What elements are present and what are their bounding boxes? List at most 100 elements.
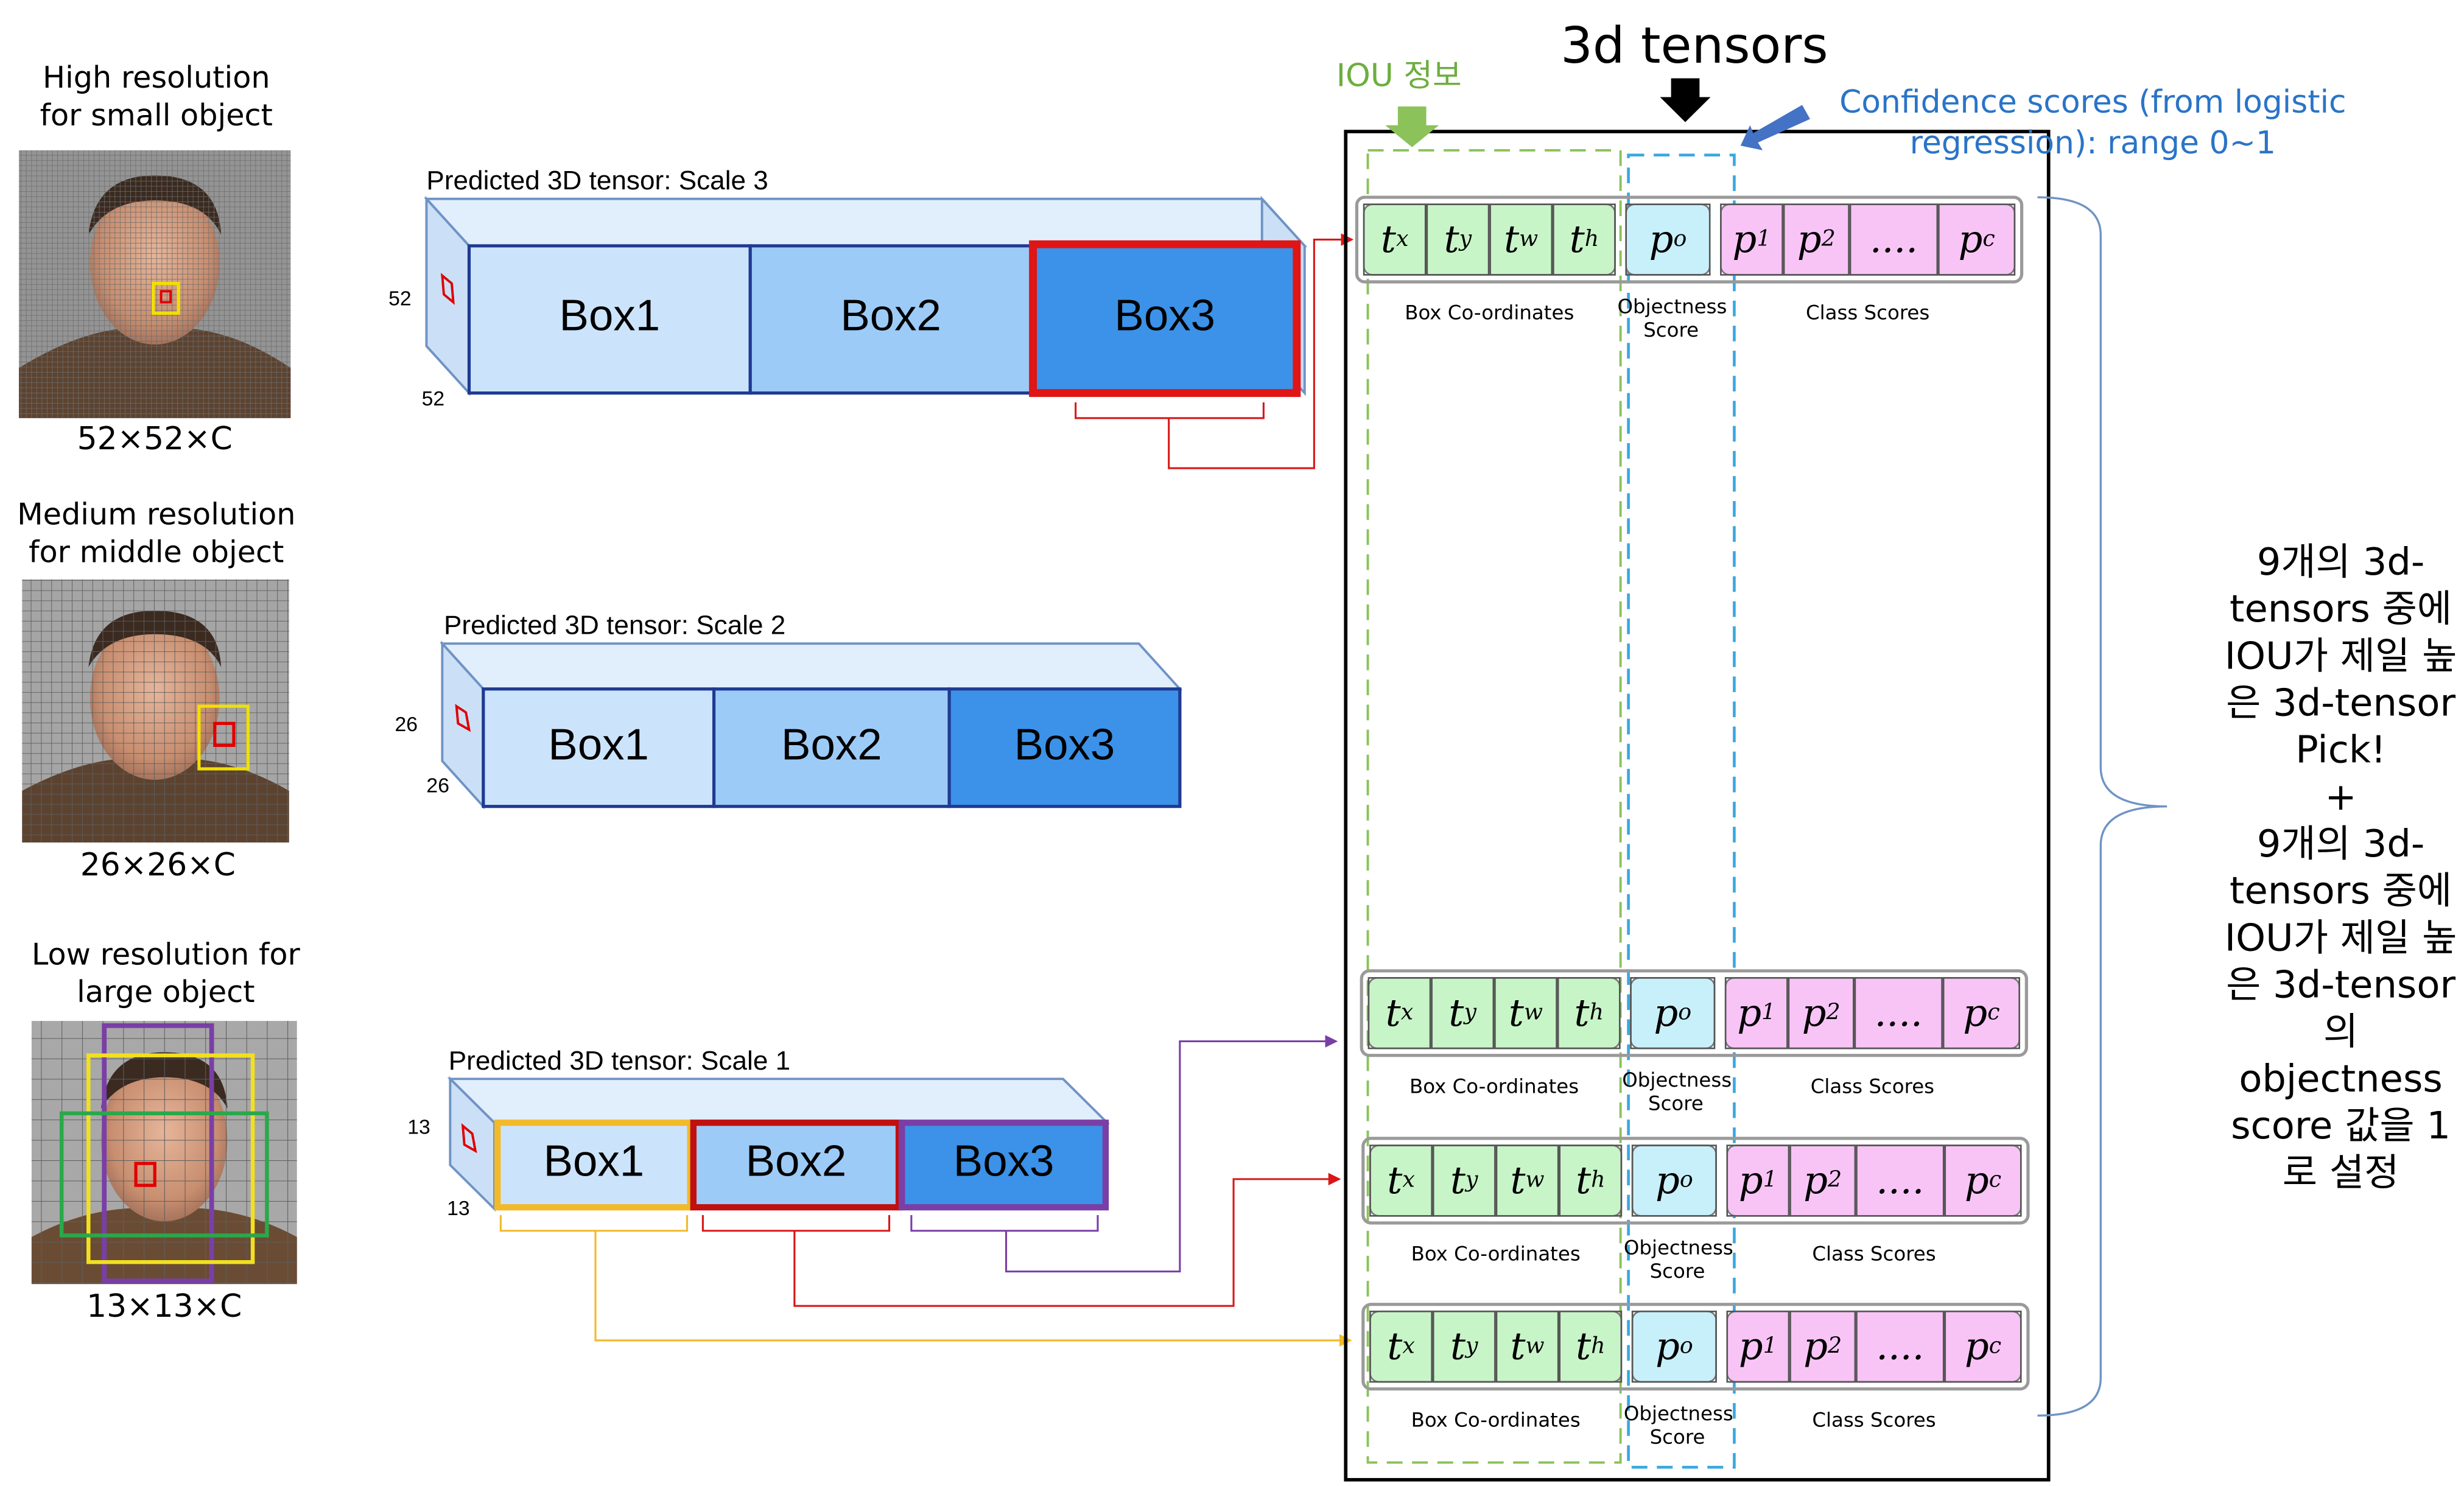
- coord-caption: Box Co-ordinates: [1411, 1407, 1581, 1431]
- scale3-box3: [1030, 244, 1300, 395]
- coord-cell-symbol: t: [1576, 1325, 1592, 1369]
- coord-cell-symbol: t: [1450, 1325, 1466, 1369]
- coord-cell-symbol: t: [1508, 991, 1524, 1036]
- tensor-scale-1: [447, 1076, 1111, 1212]
- class-cell-symbol: p: [1963, 991, 1988, 1036]
- objectness-cell-subscript: o: [1678, 1000, 1692, 1026]
- coord-caption: Box Co-ordinates: [1409, 1074, 1579, 1098]
- class-cell-symbol: p: [1803, 1325, 1828, 1369]
- selection-note: 9개의 3d-tensors 중에 IOU가 제일 높은 3d-tensor P…: [2224, 540, 2457, 1195]
- class-cell-symbol: p: [1738, 1158, 1763, 1203]
- objectness-cell-symbol: p: [1655, 1158, 1680, 1203]
- confidence-arrow: [1740, 105, 1810, 150]
- scale1-box3-label: Box3: [953, 1137, 1055, 1186]
- scale3-box1: [467, 244, 752, 395]
- iou-dashed-column: [1366, 149, 1622, 1464]
- class-cell-subscript: c: [1982, 226, 1995, 253]
- scale3-dim-b: 52: [421, 387, 445, 410]
- class-cell-symbol: p: [1803, 1158, 1828, 1203]
- class-cell-subscript: 1: [1763, 1168, 1777, 1194]
- scale2-box1-label: Box1: [548, 720, 649, 769]
- scale2-title: Predicted 3D tensor: Scale 2: [443, 611, 786, 641]
- class-cell: ....: [1856, 1310, 1945, 1383]
- scale3-box2-label: Box2: [840, 291, 941, 340]
- header-arrows: [1385, 78, 1810, 150]
- class-caption: Class Scores: [1812, 1407, 1936, 1431]
- coord-cell-symbol: t: [1385, 991, 1401, 1036]
- scale1-dim-a: 13: [407, 1115, 430, 1138]
- vector-frame: [1361, 1137, 2030, 1225]
- class-cell-subscript: c: [1988, 1334, 2002, 1359]
- coord-cell-symbol: t: [1387, 1158, 1403, 1203]
- scale3-box2: [748, 244, 1033, 395]
- class-group: [1726, 1144, 2022, 1217]
- coord-cell-symbol: t: [1448, 991, 1464, 1036]
- coord-cell-symbol: t: [1569, 217, 1585, 262]
- coord-cell-symbol: t: [1574, 991, 1590, 1036]
- class-cell-symbol: ....: [1869, 217, 1918, 262]
- class-cell-subscript: 2: [1826, 1000, 1841, 1026]
- res-dims-1: 52×52×C: [77, 419, 233, 458]
- class-cell-subscript: 2: [1821, 226, 1836, 253]
- tensors-title: 3d tensors: [1560, 15, 1828, 75]
- scale1-box3: [899, 1120, 1109, 1211]
- scale1-title: Predicted 3D tensor: Scale 1: [448, 1046, 791, 1076]
- tensor-scale-2: [440, 640, 1183, 810]
- connectors: [499, 233, 1354, 1347]
- class-caption: Class Scores: [1812, 1241, 1936, 1266]
- class-cell-symbol: p: [1958, 217, 1983, 262]
- coord-cell-subscript: w: [1525, 1334, 1545, 1359]
- class-cell-symbol: p: [1738, 1325, 1763, 1369]
- objectness-dashed-column: [1627, 153, 1736, 1469]
- coord-cell-symbol: t: [1504, 217, 1520, 262]
- class-cell-symbol: p: [1964, 1325, 1989, 1369]
- objectness-cell-subscript: o: [1679, 1334, 1693, 1359]
- coord-cell-subscript: h: [1591, 1334, 1606, 1359]
- class-cell-subscript: 1: [1761, 1000, 1776, 1026]
- confidence-label: Confidence scores (from logistic regress…: [1839, 83, 2346, 161]
- objectness-cell-symbol: p: [1655, 1325, 1680, 1369]
- class-caption: Class Scores: [1805, 300, 1930, 324]
- class-cell-subscript: 1: [1757, 226, 1771, 253]
- coord-cell-symbol: t: [1576, 1158, 1592, 1203]
- photo-medium-res: [22, 579, 289, 843]
- scale1-box1-label: Box1: [543, 1137, 645, 1186]
- class-cell-subscript: 2: [1828, 1334, 1842, 1359]
- objectness-cell-subscript: o: [1673, 226, 1687, 253]
- objectness-caption-line1: Objectness: [1617, 294, 1727, 318]
- objectness-caption-line1: Objectness: [1623, 1401, 1733, 1425]
- scale3-box3-label: Box3: [1114, 291, 1215, 340]
- scale1-dim-b: 13: [447, 1196, 470, 1220]
- coord-cell-subscript: w: [1519, 226, 1539, 253]
- objectness-caption-line2: Score: [1649, 1425, 1705, 1449]
- class-cell-symbol: p: [1732, 217, 1757, 262]
- class-cell-subscript: 2: [1828, 1168, 1842, 1194]
- scale2-box1: [482, 687, 716, 808]
- objectness-caption-line2: Score: [1649, 1259, 1705, 1283]
- coord-cell-subscript: x: [1402, 1168, 1415, 1194]
- scale2-box2: [712, 687, 951, 808]
- tensors-down-arrow: [1660, 78, 1711, 122]
- objectness-group: [1631, 1310, 1717, 1383]
